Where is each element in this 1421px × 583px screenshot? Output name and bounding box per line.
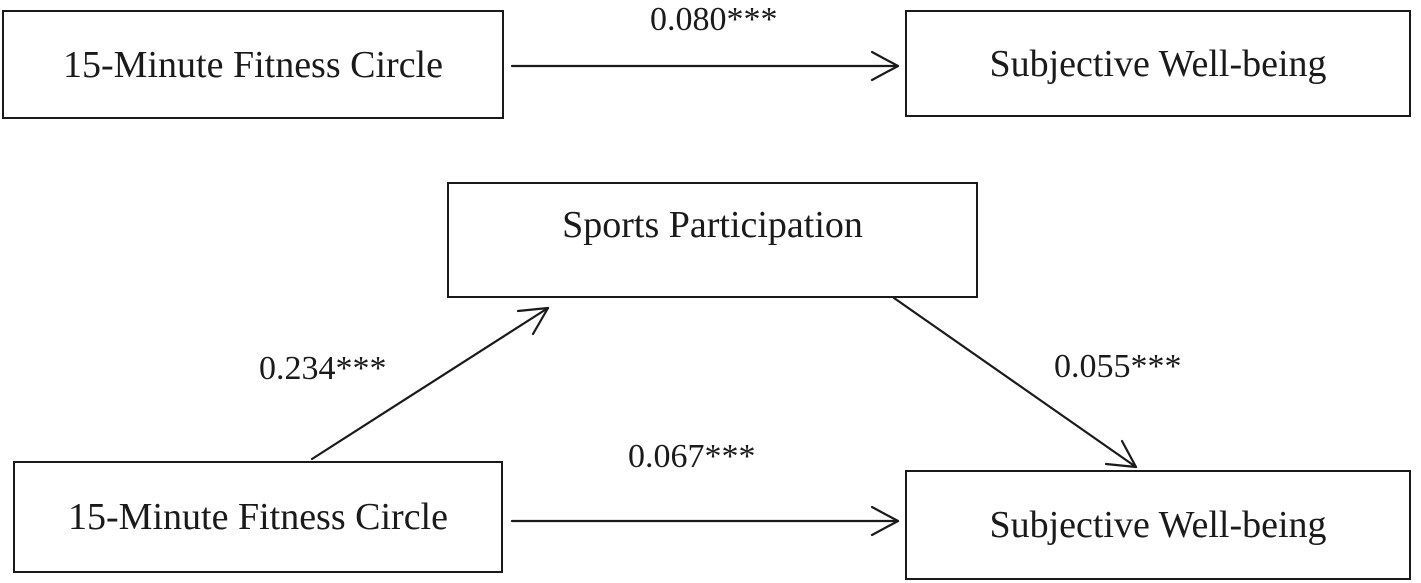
mediator-label: Sports Participation bbox=[562, 204, 863, 246]
arrow-path-a bbox=[310, 306, 550, 461]
arrow-total-effect bbox=[510, 50, 900, 82]
outcome-box-total: Subjective Well-being bbox=[905, 10, 1411, 117]
arrow-path-b bbox=[892, 296, 1138, 469]
predictor-label-mediation: 15-Minute Fitness Circle bbox=[68, 496, 448, 538]
mediator-box: Sports Participation bbox=[447, 182, 978, 298]
predictor-box-total: 15-Minute Fitness Circle bbox=[2, 10, 504, 119]
coef-path-a: 0.234*** bbox=[259, 350, 387, 387]
coef-path-c: 0.080*** bbox=[650, 1, 778, 38]
outcome-label-total: Subjective Well-being bbox=[989, 42, 1327, 85]
arrow-path-c-prime bbox=[510, 505, 900, 537]
predictor-box-mediation: 15-Minute Fitness Circle bbox=[13, 461, 503, 573]
outcome-label-mediation: Subjective Well-being bbox=[989, 504, 1327, 546]
outcome-box-mediation: Subjective Well-being bbox=[905, 470, 1411, 580]
coef-path-c-prime: 0.067*** bbox=[628, 438, 756, 475]
predictor-label-total: 15-Minute Fitness Circle bbox=[63, 43, 443, 86]
coef-path-b: 0.055*** bbox=[1054, 348, 1182, 385]
